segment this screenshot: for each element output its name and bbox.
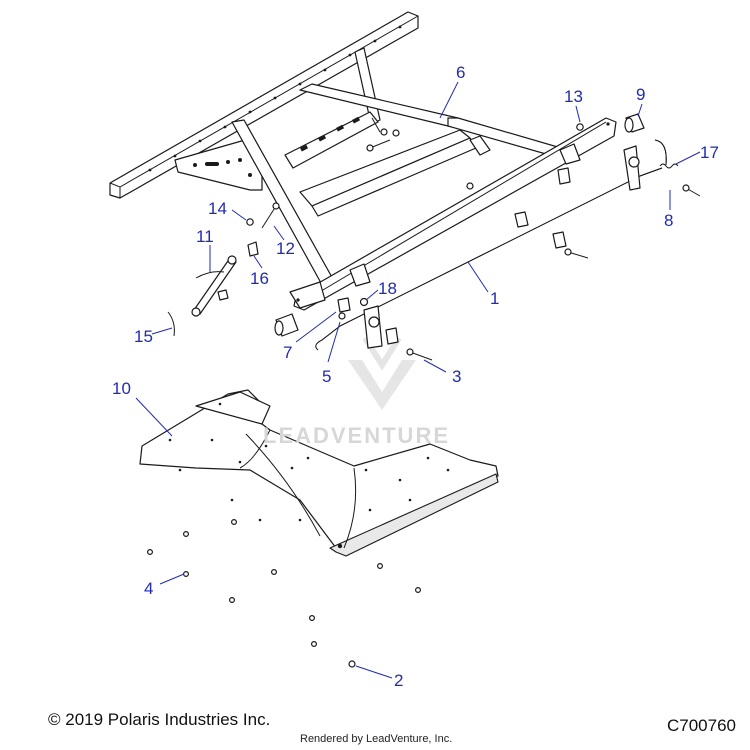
frame-assembly — [109, 11, 617, 311]
callout-15: 15 — [134, 327, 153, 346]
drawing-id: C700760 — [666, 716, 736, 735]
cross-tube-slots — [300, 116, 361, 152]
stabilizer-bar — [315, 139, 667, 351]
skid-plate-10 — [139, 389, 499, 557]
bushing-9 — [624, 113, 645, 133]
callout-labels: 1 2 3 4 5 6 7 8 9 10 11 12 13 14 15 16 1… — [112, 63, 719, 690]
bolt-misc — [366, 117, 589, 259]
pin-16 — [247, 241, 259, 257]
callout-16: 16 — [250, 269, 269, 288]
copyright-text: © 2019 Polaris Industries Inc. — [48, 710, 271, 729]
clamp-bracket-right — [623, 145, 641, 191]
callout-2: 2 — [394, 671, 403, 690]
pin-small — [217, 289, 229, 301]
callout-7: 7 — [283, 343, 292, 362]
bolt-12 — [261, 202, 280, 229]
nut-18 — [359, 297, 369, 307]
callout-12: 12 — [276, 239, 295, 258]
clamp-bracket-left — [363, 305, 383, 349]
callout-11: 11 — [196, 227, 214, 246]
callout-6: 6 — [456, 63, 465, 82]
nut-misc — [392, 129, 474, 190]
callout-13: 13 — [564, 87, 583, 106]
callout-8: 8 — [664, 211, 673, 230]
fasteners-4 — [147, 518, 422, 647]
callout-1: 1 — [490, 289, 499, 308]
clip-15 — [167, 311, 175, 337]
spring-17 — [659, 163, 679, 169]
callout-17: 17 — [700, 143, 719, 162]
nut-14 — [246, 218, 254, 226]
bushing-7 — [274, 313, 299, 337]
skid-plate-holes — [168, 402, 450, 549]
watermark-text: LEADVENTURE — [263, 423, 451, 448]
callout-18: 18 — [378, 279, 397, 298]
bolt-8 — [682, 184, 701, 197]
leader-lines — [135, 81, 701, 679]
link-arm-11 — [191, 255, 237, 317]
rendered-by-text: Rendered by LeadVenture, Inc. — [300, 733, 453, 745]
link-bushings — [337, 167, 571, 345]
callout-4: 4 — [144, 579, 153, 598]
leadventure-logo-watermark — [348, 336, 416, 410]
rail-holes — [148, 25, 402, 172]
callout-10: 10 — [112, 379, 131, 398]
callout-14: 14 — [208, 199, 227, 218]
callout-9: 9 — [636, 85, 645, 104]
bolt-3 — [406, 348, 433, 361]
callout-3: 3 — [452, 367, 461, 386]
nut-5 — [338, 312, 346, 320]
fastener-2 — [348, 660, 356, 668]
callout-5: 5 — [322, 367, 331, 386]
nut-13 — [576, 123, 584, 131]
